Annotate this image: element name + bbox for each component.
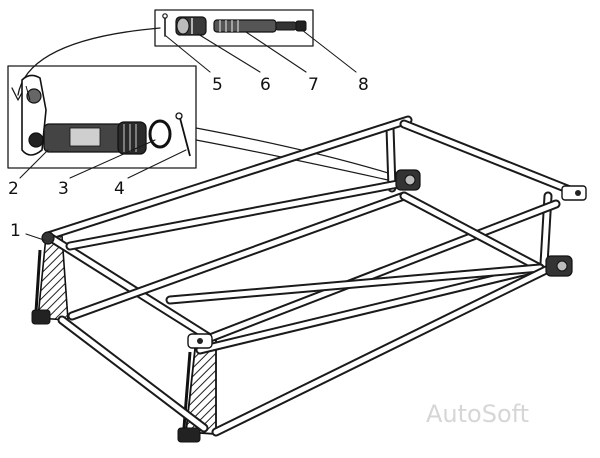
- main-frame: [31, 115, 587, 443]
- arrow-inset-to-hinge: [195, 127, 399, 177]
- corner-fitting-front: [187, 333, 213, 349]
- label-2: 2: [8, 179, 19, 199]
- leader-lines: [19, 29, 357, 241]
- inset-left-frame: [7, 65, 197, 169]
- inset-top-parts: [154, 9, 314, 47]
- hinge-block-rear: [395, 169, 421, 191]
- inset-left-parts: [7, 65, 197, 169]
- label-4: 4: [114, 179, 125, 199]
- label-3: 3: [58, 179, 69, 199]
- label-5: 5: [212, 75, 223, 95]
- cotter-pin-small-icon: [162, 13, 168, 37]
- watermark: AutoSoft: [426, 400, 529, 428]
- label-6: 6: [260, 75, 271, 95]
- corner-fitting-left: [41, 231, 55, 245]
- corner-bracket-right: [561, 185, 587, 201]
- label-1: 1: [10, 221, 21, 241]
- label-8: 8: [358, 75, 369, 95]
- hinge-block-right: [545, 255, 573, 277]
- cotter-pin-icon: [175, 112, 191, 157]
- pivot-shaft-icon: [43, 121, 147, 155]
- hinge-bracket-icon: [21, 74, 47, 156]
- nut-icon: [175, 16, 207, 36]
- label-7: 7: [308, 75, 319, 95]
- bolt-icon: [213, 19, 307, 33]
- washer-icon: [148, 119, 172, 149]
